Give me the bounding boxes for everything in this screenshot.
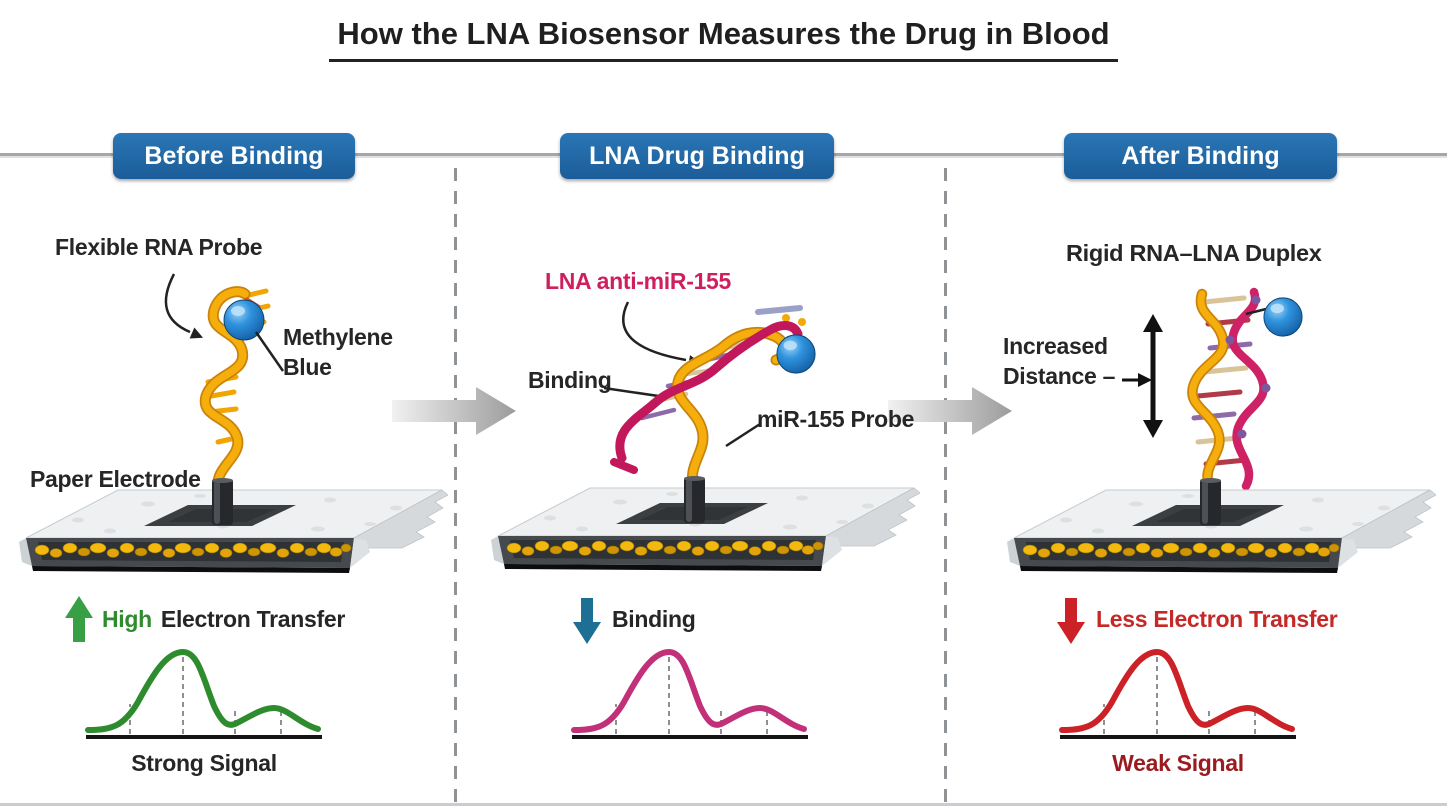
stage-header-after-binding: After Binding: [1064, 133, 1337, 179]
down-arrow-icon: [1056, 596, 1086, 646]
weak-signal-curve: [1058, 640, 1298, 750]
up-arrow-icon: [64, 594, 94, 644]
lna-probe-binding-illustration: [610, 305, 806, 495]
weak-signal-caption: Weak Signal: [1112, 750, 1244, 776]
lna-anti-mir-155-label: LNA anti-miR-155: [545, 268, 732, 294]
paper-electrode-illustration: [18, 478, 448, 580]
paper-electrode-illustration: [490, 476, 920, 578]
binding-signal-curve: [570, 640, 810, 750]
distance-double-arrow: [1143, 314, 1163, 438]
transfer-highlight-text: High: [102, 606, 152, 632]
strong-signal-caption: Strong Signal: [131, 750, 277, 776]
rigid-duplex-label: Rigid RNA–LNA Duplex: [1066, 240, 1322, 266]
stage-header-before-binding: Before Binding: [113, 133, 355, 179]
bottom-border-line: [0, 803, 1447, 806]
distance-leader-arrow: [1122, 373, 1152, 387]
transfer-rest-text: Electron Transfer: [160, 606, 345, 632]
strong-signal-curve: [84, 640, 324, 750]
paper-electrode-illustration: [1006, 478, 1436, 580]
binding-site-label: Binding: [528, 367, 612, 393]
down-arrow-icon: [572, 596, 602, 646]
probe-pointer-line: [725, 422, 761, 448]
rigid-duplex-illustration: [1187, 287, 1271, 492]
methylene-blue-label: Methylene Blue: [283, 324, 393, 380]
mir-155-probe-label: miR-155 Probe: [757, 406, 915, 432]
tag-pointer-line: [254, 331, 285, 372]
increased-distance-label: Increased Distance –: [1003, 333, 1116, 389]
methylene-blue-sphere: [1262, 296, 1304, 338]
binding-transfer-label: Binding: [612, 606, 696, 632]
probe-pointer-arrow: [164, 273, 204, 339]
high-electron-transfer-label: High Electron Transfer: [102, 606, 345, 633]
methylene-blue-sphere: [775, 333, 817, 375]
page-title: How the LNA Biosensor Measures the Drug …: [329, 16, 1118, 62]
paper-electrode-label: Paper Electrode: [30, 466, 201, 492]
panel-separator-line: [944, 168, 947, 807]
stage-header-lna-drug-binding: LNA Drug Binding: [560, 133, 834, 179]
less-electron-transfer-label: Less Electron Transfer: [1096, 606, 1338, 632]
flexible-rna-probe-label: Flexible RNA Probe: [55, 234, 263, 260]
panel-separator-line: [454, 168, 457, 807]
page-title-row: How the LNA Biosensor Measures the Drug …: [0, 16, 1447, 62]
flow-arrow-icon: [392, 384, 518, 438]
